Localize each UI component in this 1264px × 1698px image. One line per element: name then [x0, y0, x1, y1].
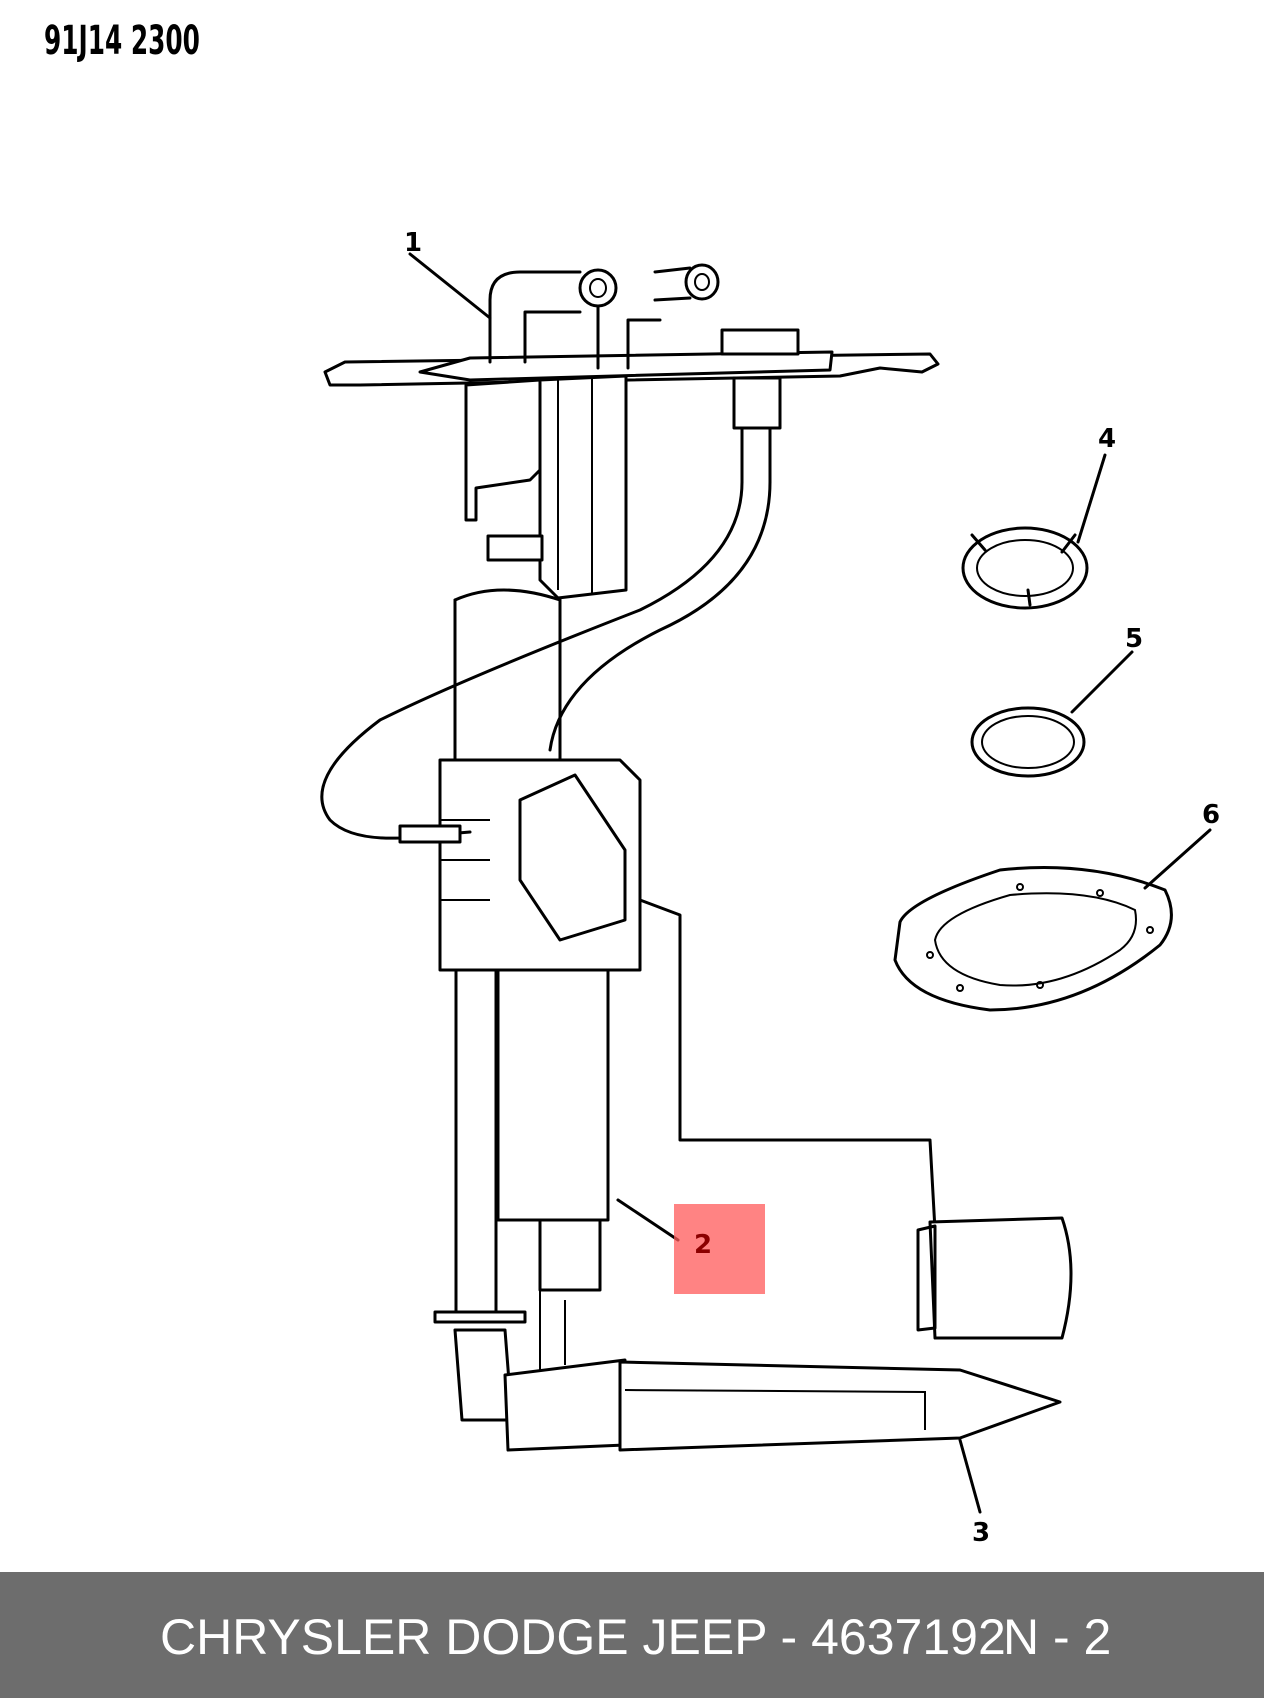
callout-5: 5	[1125, 624, 1144, 654]
part-4-lock-ring	[961, 526, 1089, 610]
fuel-pump-assembly-drawing	[320, 252, 1212, 1514]
callout-leaders	[408, 252, 1212, 1514]
callout-3: 3	[972, 1518, 991, 1548]
highlight-box	[674, 1204, 765, 1294]
pump-reservoir-body	[433, 374, 1062, 1452]
footer-page-ref: N - 2	[1003, 1609, 1112, 1665]
callout-2: 2	[694, 1230, 713, 1260]
part-2-filter-canister	[916, 1216, 1073, 1340]
part-1-flange	[323, 263, 940, 484]
callout-6: 6	[1202, 800, 1221, 830]
part-5-o-ring	[970, 706, 1086, 778]
callout-1: 1	[404, 228, 423, 258]
part-6-gasket	[893, 866, 1173, 1012]
diagram-code: 91J14 2300	[44, 18, 200, 64]
footer-bar: CHRYSLER DODGE JEEP - 4637192 N - 2	[0, 1572, 1264, 1698]
parts-diagram: 91J14 2300	[44, 18, 1221, 1548]
footer-part-text: CHRYSLER DODGE JEEP - 4637192	[160, 1609, 1006, 1665]
callout-4: 4	[1098, 424, 1117, 454]
wiring-harness	[320, 480, 937, 1232]
